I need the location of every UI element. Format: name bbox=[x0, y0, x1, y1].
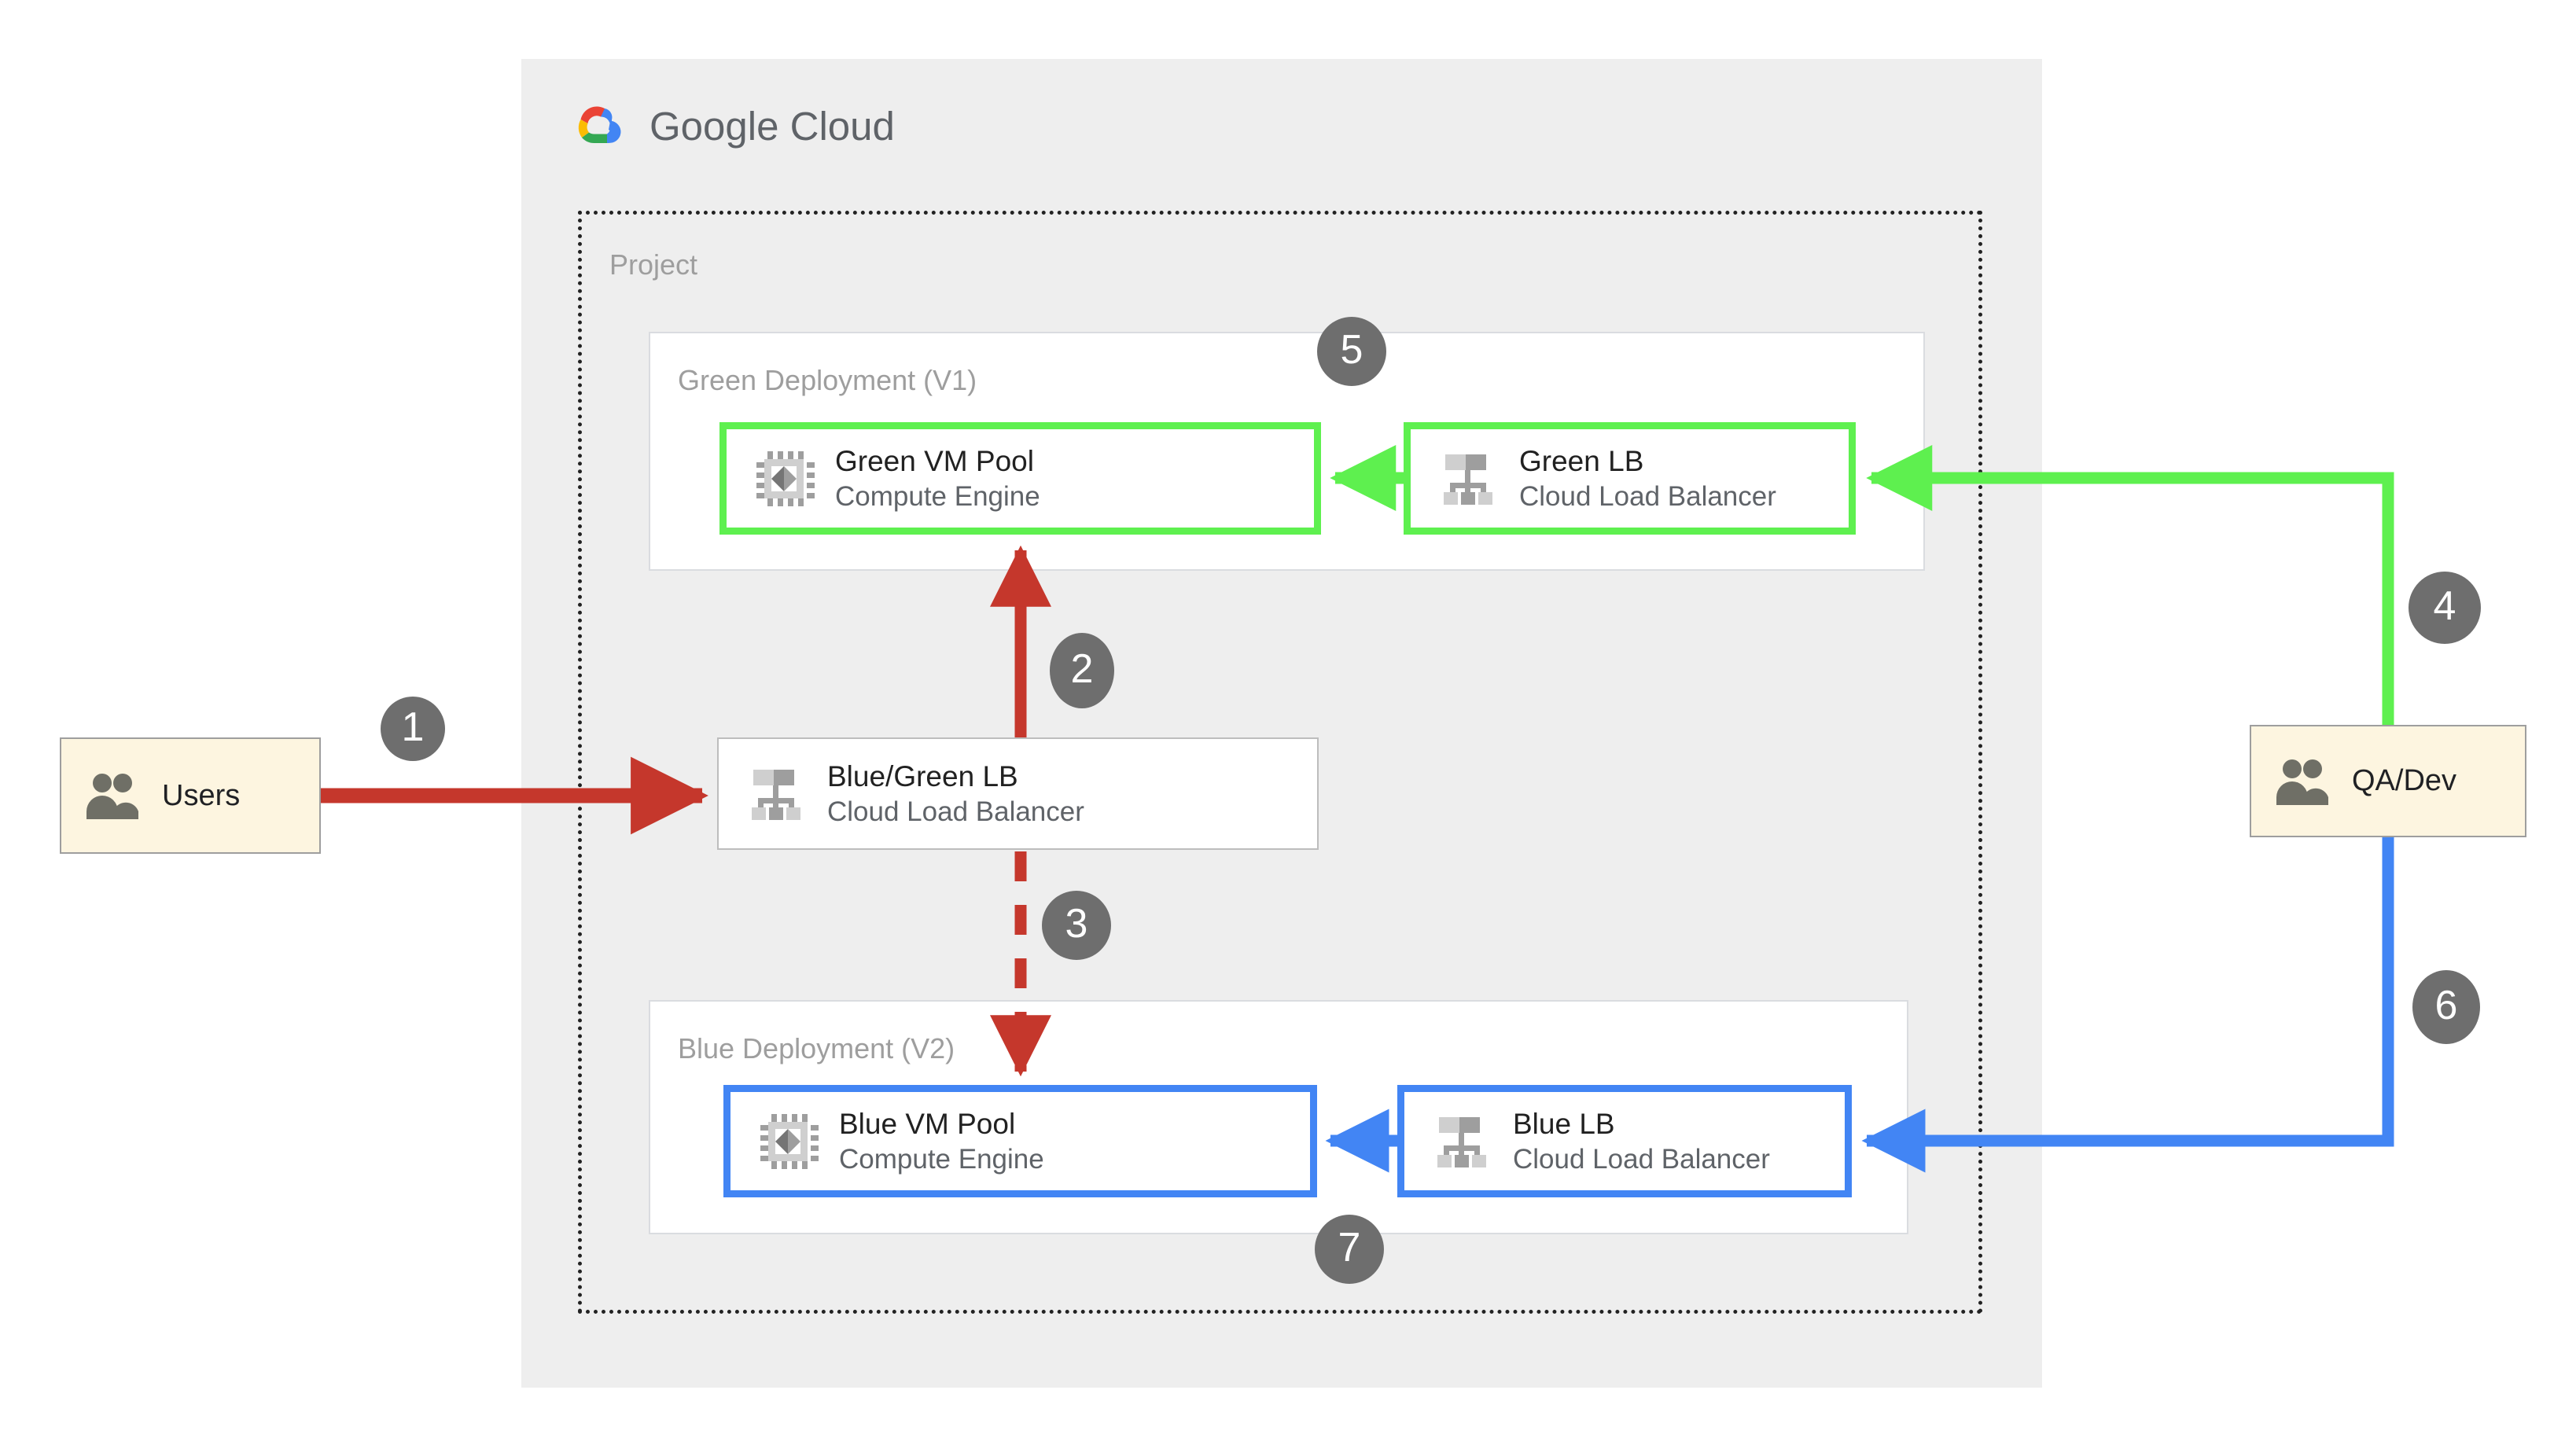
brand-name-cloud: Cloud bbox=[778, 103, 895, 149]
green-deployment-label: Green Deployment (V1) bbox=[678, 364, 977, 396]
step-badge-6: 6 bbox=[2412, 970, 2480, 1044]
step-badge-4: 4 bbox=[2409, 572, 2481, 644]
card-title: Blue VM Pool bbox=[839, 1107, 1016, 1140]
card-subtitle: Compute Engine bbox=[839, 1143, 1044, 1175]
cloud-load-balancer-icon bbox=[745, 763, 807, 825]
step-badge-label: 6 bbox=[2434, 983, 2458, 1028]
project-label: Project bbox=[609, 248, 698, 281]
step-badge-3: 3 bbox=[1042, 891, 1111, 960]
card-green-vm-pool[interactable]: Green VM Pool Compute Engine bbox=[719, 422, 1321, 535]
card-subtitle: Cloud Load Balancer bbox=[1519, 480, 1776, 512]
step-badge-7: 7 bbox=[1315, 1215, 1384, 1284]
compute-engine-icon bbox=[753, 448, 815, 509]
cloud-load-balancer-icon bbox=[1437, 448, 1499, 509]
card-blue-vm-pool[interactable]: Blue VM Pool Compute Engine bbox=[723, 1085, 1317, 1197]
card-subtitle: Compute Engine bbox=[835, 480, 1040, 512]
step-badge-label: 7 bbox=[1338, 1225, 1361, 1270]
compute-engine-icon bbox=[757, 1111, 819, 1172]
blue-deployment-label: Blue Deployment (V2) bbox=[678, 1032, 955, 1064]
step-badge-label: 1 bbox=[401, 704, 425, 750]
card-title: Green VM Pool bbox=[835, 444, 1034, 477]
brand-name-google: Google bbox=[650, 103, 779, 149]
connector-qadev-to-blue-lb bbox=[1861, 837, 2394, 1173]
actor-label: Users bbox=[162, 778, 241, 812]
card-title: Green LB bbox=[1519, 444, 1644, 477]
step-badge-label: 3 bbox=[1065, 901, 1088, 947]
google-cloud-wordmark: Google Cloud bbox=[650, 103, 895, 149]
actor-label: QA/Dev bbox=[2352, 764, 2457, 797]
step-badge-label: 4 bbox=[2433, 583, 2456, 629]
card-subtitle: Cloud Load Balancer bbox=[827, 796, 1084, 827]
people-icon bbox=[2272, 752, 2331, 811]
cloud-load-balancer-icon bbox=[1431, 1111, 1492, 1172]
card-subtitle: Cloud Load Balancer bbox=[1513, 1143, 1770, 1175]
card-green-lb[interactable]: Green LB Cloud Load Balancer bbox=[1404, 422, 1856, 535]
step-badge-label: 5 bbox=[1340, 327, 1363, 373]
step-badge-1: 1 bbox=[381, 697, 445, 761]
step-badge-label: 2 bbox=[1070, 646, 1094, 692]
project-boundary bbox=[578, 211, 1982, 1314]
step-badge-5: 5 bbox=[1317, 317, 1386, 386]
actor-users[interactable]: Users bbox=[60, 737, 321, 854]
card-title: Blue LB bbox=[1513, 1107, 1615, 1140]
google-cloud-logo-icon bbox=[572, 100, 632, 153]
card-blue-green-lb[interactable]: Blue/Green LB Cloud Load Balancer bbox=[717, 737, 1319, 850]
step-badge-2: 2 bbox=[1050, 633, 1114, 708]
connector-qadev-to-green-lb bbox=[1866, 445, 2394, 725]
actor-qa-dev[interactable]: QA/Dev bbox=[2250, 725, 2526, 837]
google-cloud-brand: Google Cloud bbox=[572, 94, 895, 157]
card-title: Blue/Green LB bbox=[827, 759, 1018, 792]
card-blue-lb[interactable]: Blue LB Cloud Load Balancer bbox=[1397, 1085, 1852, 1197]
people-icon bbox=[82, 766, 142, 825]
